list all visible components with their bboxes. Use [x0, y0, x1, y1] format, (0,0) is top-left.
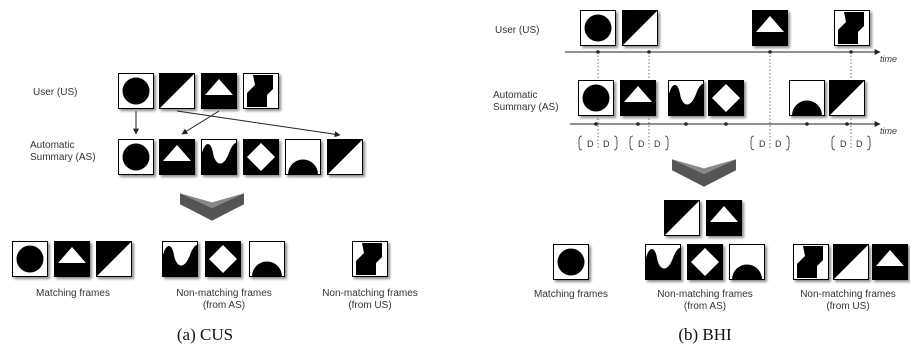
b-user-frame-diagonal [622, 10, 658, 46]
a-nm-as-frame-semicircle [249, 241, 285, 277]
b-as-frame-diamond [708, 80, 744, 116]
b-user-frame-bolt [834, 10, 870, 46]
a-nonmatch-us-label-1: Non-matching frames [322, 288, 418, 299]
b-nm-as-frame-diamond [687, 244, 723, 280]
b-nonmatch-as-frames [645, 244, 765, 280]
a-arrow-triangle [181, 110, 220, 135]
b-pair-frame-triangle [706, 200, 742, 236]
b-caption: (b) BHI [678, 325, 732, 344]
a-matching-frames [12, 241, 132, 277]
a-user-frame-circle [118, 73, 154, 109]
b-d-brackets [578, 135, 871, 151]
b-as-ticks [594, 122, 849, 126]
b-nonmatch-us-frames [793, 244, 908, 280]
b-user-frame-triangle [752, 10, 788, 46]
a-summary-label-2: Summary (AS) [30, 152, 96, 163]
panel-b: User (US) Automatic Summary (AS) time [493, 10, 908, 344]
b-nonmatch-as-label-1: Non-matching frames [657, 289, 753, 300]
a-as-frame-diamond [243, 139, 279, 175]
a-nm-as-frame-diamond [205, 241, 241, 277]
b-as-frame-diagonal [829, 80, 865, 116]
a-user-label: User (US) [33, 87, 77, 98]
panel-a: User (US) Automatic Summary (AS) [12, 73, 418, 344]
b-nm-as-frame-semicircle [729, 244, 765, 280]
b-as-frame-triangle [620, 80, 656, 116]
b-as-frame-wave [668, 80, 704, 116]
b-match-frame-circle [553, 244, 589, 280]
a-nonmatch-as-label-1: Non-matching frames [176, 288, 272, 299]
a-arrow-diagonal [176, 110, 341, 138]
a-as-frame-diagonal [327, 139, 363, 175]
b-summary-label-1: Automatic [493, 90, 537, 101]
a-summary-frames [118, 139, 363, 175]
a-user-frame-bolt [243, 73, 279, 109]
b-user-label: User (US) [495, 25, 539, 36]
b-nonmatch-us-label-2: (from US) [826, 301, 869, 312]
b-as-frame-circle [578, 80, 614, 116]
b-d-label: D [638, 139, 645, 149]
a-caption: (a) CUS [177, 325, 233, 344]
b-as-time-label: time [880, 126, 897, 136]
a-as-frame-circle [118, 139, 154, 175]
a-nonmatch-as-label-2: (from AS) [203, 300, 245, 311]
b-nonmatch-as-label-2: (from AS) [684, 301, 726, 312]
b-d-label: D [775, 139, 782, 149]
a-as-frame-wave [201, 139, 237, 175]
a-match-arrows [133, 110, 341, 138]
a-match-frame-diagonal [96, 241, 132, 277]
a-nm-us-frame-bolt [352, 241, 388, 277]
b-d-label: D [856, 139, 863, 149]
a-nonmatch-as-frames [162, 241, 285, 277]
b-user-frames [580, 10, 870, 46]
b-d-label: D [603, 139, 610, 149]
a-user-frame-diagonal [159, 73, 195, 109]
b-nm-us-frame-triangle [872, 244, 908, 280]
a-match-frame-circle [12, 241, 48, 277]
a-chevron-icon [180, 193, 244, 221]
b-summary-timeline: time [570, 121, 897, 136]
b-d-label: D [759, 139, 766, 149]
b-nonmatch-us-label-1: Non-matching frames [800, 289, 896, 300]
a-nonmatch-us-label-2: (from US) [348, 300, 391, 311]
b-nm-us-frame-diagonal [833, 244, 869, 280]
b-chevron-icon [672, 159, 736, 187]
b-nm-us-frame-bolt [793, 244, 829, 280]
b-d-labels: D D D D D D D D [587, 139, 863, 149]
b-matching-frames [553, 244, 589, 280]
b-d-label: D [587, 139, 594, 149]
b-matched-pair-frames [664, 200, 742, 236]
b-user-timeline: time [565, 49, 897, 64]
a-user-frames [118, 73, 279, 109]
b-pair-frame-diagonal [664, 200, 700, 236]
b-matching-label: Matching frames [534, 289, 608, 300]
a-summary-label-1: Automatic [30, 140, 74, 151]
b-nm-as-frame-wave [645, 244, 681, 280]
a-matching-label: Matching frames [36, 288, 110, 299]
b-summary-frames [578, 80, 865, 116]
a-match-frame-triangle [54, 241, 90, 277]
a-as-frame-triangle [159, 139, 195, 175]
b-d-label: D [654, 139, 661, 149]
b-as-frame-semicircle [789, 80, 825, 116]
a-nonmatch-us-frames [352, 241, 388, 277]
a-user-frame-triangle [201, 73, 237, 109]
b-user-time-label: time [880, 54, 897, 64]
b-d-label: D [840, 139, 847, 149]
a-nm-as-frame-wave [162, 241, 198, 277]
a-as-frame-semicircle [285, 139, 321, 175]
b-user-frame-circle [580, 10, 616, 46]
b-summary-label-2: Summary (AS) [493, 102, 559, 113]
